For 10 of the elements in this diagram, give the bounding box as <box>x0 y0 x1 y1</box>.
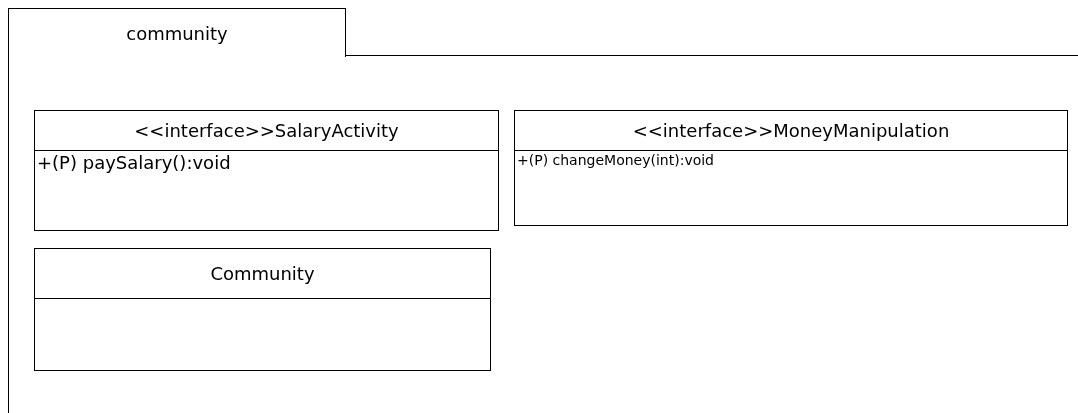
class-box <box>34 110 499 231</box>
class-name: <<interface>>SalaryActivity <box>134 120 399 141</box>
package-name: community <box>126 22 228 44</box>
operation-text: +(P) paySalary():void <box>37 152 231 173</box>
class-box <box>514 110 1068 226</box>
operation-text: +(P) changeMoney(int):void <box>517 152 714 168</box>
class-name: <<interface>>MoneyManipulation <box>632 120 950 141</box>
class-box <box>34 248 491 371</box>
package-frame <box>8 8 1078 413</box>
class-name: Community <box>210 263 315 284</box>
